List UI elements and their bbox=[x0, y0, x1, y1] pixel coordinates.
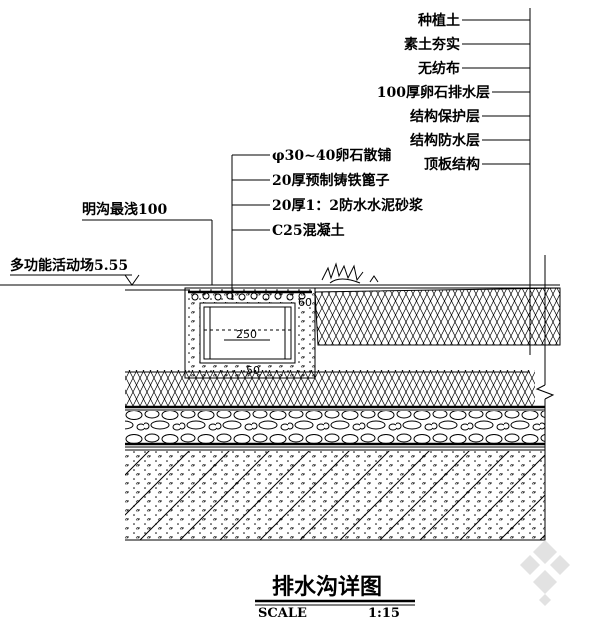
scale-label: SCALE bbox=[258, 606, 307, 621]
layer-label-pebble-drainage: 100厚卵石排水层 bbox=[377, 84, 490, 101]
planting-soil-hatch bbox=[314, 287, 561, 346]
trench-width-dim: 250 bbox=[236, 328, 257, 341]
layer-label-planting-soil: 种植土 bbox=[417, 12, 460, 29]
grass-symbol bbox=[321, 262, 379, 284]
layer-label-rammed-earth: 素土夯实 bbox=[404, 36, 460, 53]
drainage-trench bbox=[184, 287, 316, 379]
scale-value: 1:15 bbox=[368, 606, 400, 621]
trench-label-grate: 20厚预制铸铁篦子 bbox=[272, 172, 389, 189]
layer-label-roof-slab: 顶板结构 bbox=[424, 156, 480, 173]
layer-label-waterproof: 结构防水层 bbox=[410, 132, 480, 149]
trench-depth-dim: 60 bbox=[298, 296, 312, 309]
pebble-drainage-layer bbox=[125, 411, 545, 443]
drawing-title: 排水沟详图 bbox=[272, 574, 382, 600]
trench-min-depth-label: 明沟最浅100 bbox=[82, 201, 167, 218]
trench-label-concrete: C25混凝土 bbox=[272, 222, 345, 239]
layer-label-protection: 结构保护层 bbox=[410, 108, 480, 125]
layer-label-geotextile: 无纺布 bbox=[417, 60, 460, 77]
trench-label-mortar: 20厚1：2防水水泥砂浆 bbox=[272, 197, 424, 214]
trench-base-dim: 50 bbox=[246, 364, 260, 377]
elevation-label: 多功能活动场5.55 bbox=[10, 257, 128, 274]
trench-label-pebbles: φ30~40卵石散铺 bbox=[272, 147, 391, 164]
watermark-logo bbox=[520, 540, 570, 606]
